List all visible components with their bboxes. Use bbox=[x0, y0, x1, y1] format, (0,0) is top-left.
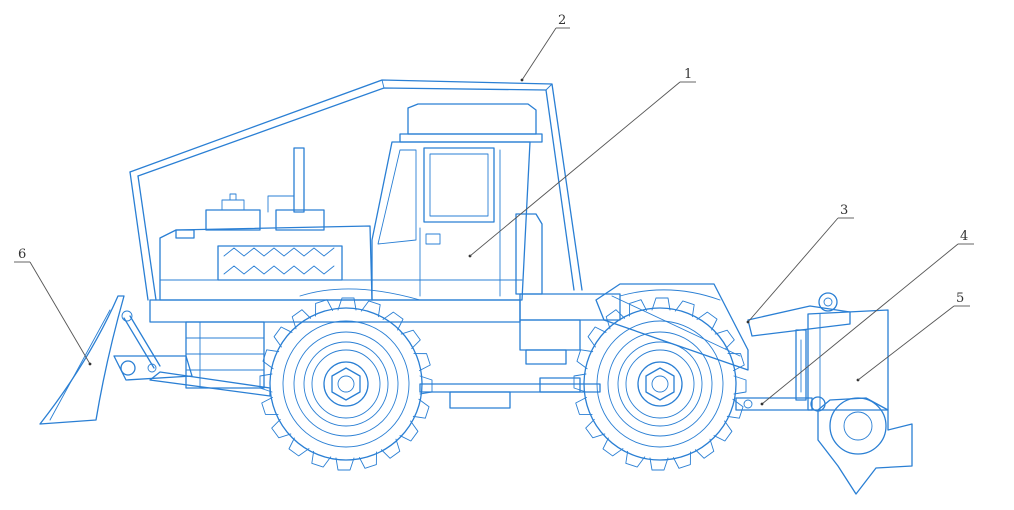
callout-5: 5 bbox=[857, 291, 970, 381]
callout-6-label: 6 bbox=[18, 247, 26, 262]
callout-1-label: 1 bbox=[684, 67, 692, 82]
callout-2: 2 bbox=[520, 13, 570, 82]
callout-2-label: 2 bbox=[558, 13, 566, 28]
callout-3-label: 3 bbox=[840, 203, 848, 218]
callout-4-label: 4 bbox=[960, 229, 968, 244]
canopy-frame bbox=[129, 79, 583, 301]
front-wheel bbox=[259, 297, 433, 471]
callout-5-label: 5 bbox=[956, 291, 964, 306]
callout-3: 3 bbox=[746, 203, 854, 324]
chassis bbox=[149, 288, 721, 409]
dozer-blade bbox=[39, 295, 271, 425]
engine-hood bbox=[159, 147, 373, 301]
callout-4: 4 bbox=[760, 229, 974, 406]
callout-6: 6 bbox=[14, 247, 92, 366]
cab bbox=[371, 103, 543, 301]
callout-1: 1 bbox=[469, 67, 696, 257]
rear-implement bbox=[595, 283, 913, 495]
